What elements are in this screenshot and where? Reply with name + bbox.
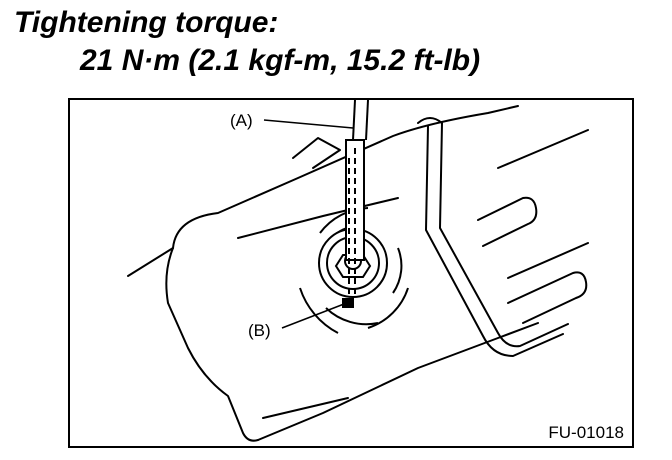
leader-lines bbox=[263, 119, 354, 329]
callout-label-b: (B) bbox=[248, 321, 271, 340]
bracket-body bbox=[127, 105, 589, 442]
figure-code: FU-01018 bbox=[548, 423, 624, 442]
callout-label-a: (A) bbox=[230, 111, 253, 130]
torque-spec: 21 N·m (2.1 kgf-m, 15.2 ft-lb) bbox=[80, 44, 481, 77]
heading-title: Tightening torque: bbox=[14, 6, 279, 39]
fuel-pump-bracket-diagram: (A) (B) FU-01018 bbox=[68, 98, 634, 448]
hex-bit-tool bbox=[342, 99, 369, 308]
illustration-frame: (A) (B) FU-01018 bbox=[68, 98, 634, 448]
